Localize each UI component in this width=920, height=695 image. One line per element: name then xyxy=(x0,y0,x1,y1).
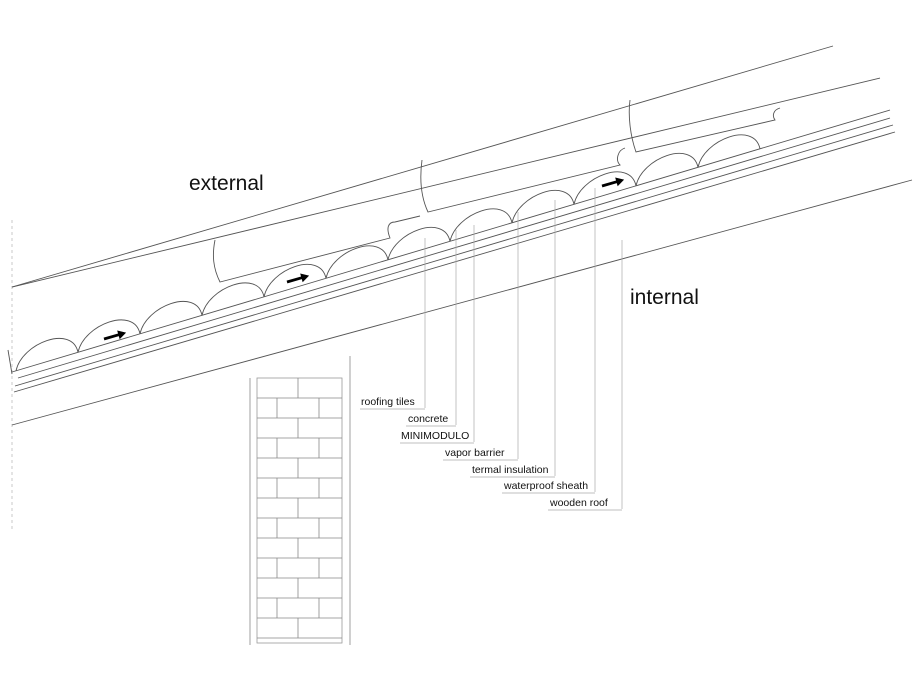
lower-envelope-line xyxy=(11,77,881,288)
right-arrow-icon xyxy=(286,273,310,284)
tile-arch xyxy=(15,337,79,371)
tile-cover-2 xyxy=(420,147,626,213)
callout-vapor-barrier: vapor barrier xyxy=(445,447,505,459)
tile-arch xyxy=(263,263,327,297)
tile-arch xyxy=(201,282,265,316)
flow-arrows xyxy=(103,177,625,341)
tile-cover-3 xyxy=(628,99,781,153)
gutter-line xyxy=(7,349,13,375)
right-arrow-icon xyxy=(103,330,127,341)
callout-concrete: concrete xyxy=(408,413,449,425)
roofing-tile-arches xyxy=(15,134,761,371)
internal-label: internal xyxy=(630,286,699,309)
right-arrow-icon xyxy=(601,177,625,188)
concrete-bottom-line xyxy=(14,124,894,387)
callout-roofing-tiles: roofing tiles xyxy=(361,396,415,408)
tile-arch xyxy=(511,189,575,223)
tile-arch xyxy=(387,226,451,260)
callout-minimodulo: MINIMODULO xyxy=(401,430,470,442)
tile-arch xyxy=(573,171,637,205)
tile-arch xyxy=(325,245,389,279)
tile-cover-1 xyxy=(212,215,421,283)
brick-courses xyxy=(257,378,342,639)
tile-arch xyxy=(449,208,513,242)
brick-wall xyxy=(249,356,351,645)
insulation-line xyxy=(13,131,896,393)
callout-wooden-roof: wooden roof xyxy=(550,497,608,509)
callout-termal-insulation: termal insulation xyxy=(472,464,549,476)
brick-infill xyxy=(256,377,343,644)
wooden-roof-line xyxy=(11,179,913,426)
tile-arch xyxy=(635,152,699,186)
tile-arch xyxy=(697,134,761,168)
callout-waterproof-sheath: waterproof sheath xyxy=(504,480,589,492)
external-label: external xyxy=(189,172,264,195)
concrete-top-line xyxy=(17,117,891,379)
upper-envelope-line xyxy=(11,45,834,288)
tile-arch xyxy=(77,319,141,353)
tile-base-line xyxy=(11,109,891,373)
roof-structure xyxy=(7,45,913,426)
callout-leader-lines xyxy=(360,188,623,511)
tile-arch xyxy=(139,300,203,334)
